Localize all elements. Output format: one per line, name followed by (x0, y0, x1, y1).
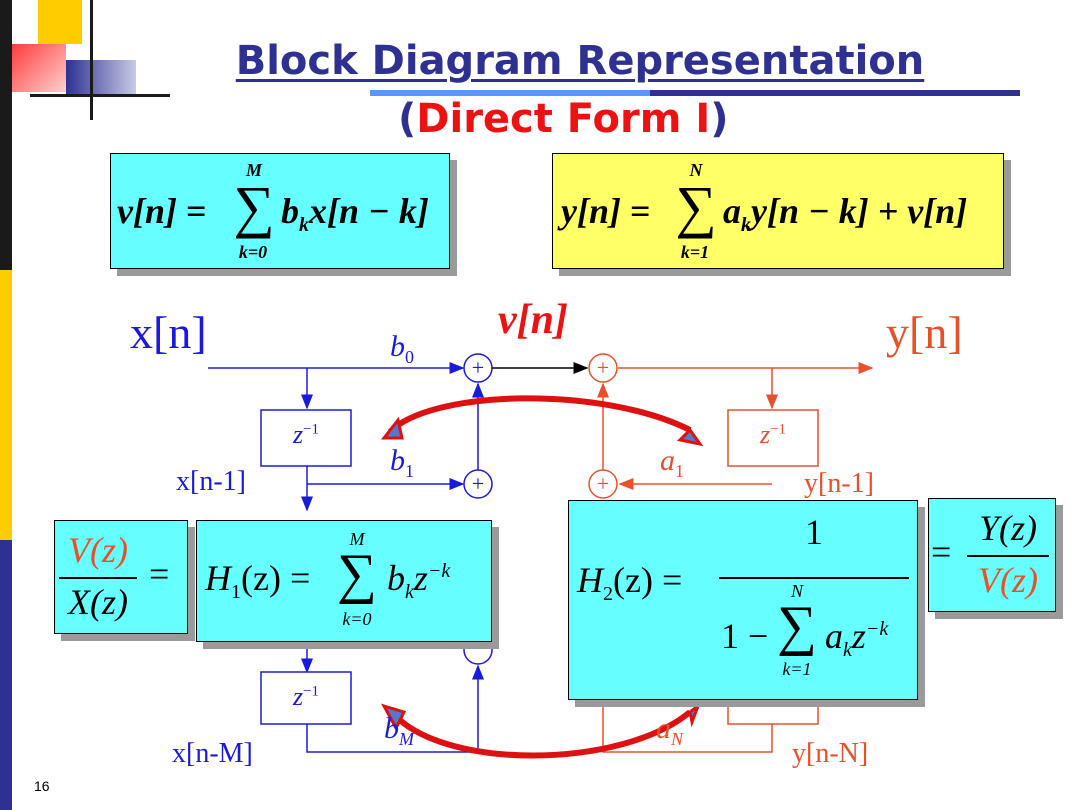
x-n-M-label: x[n-M] (172, 738, 253, 769)
v-eq-sum-lower: k=0 (238, 242, 268, 262)
y-eq-rest: y[n − k] + v[n] (751, 191, 968, 231)
coef-bM: bM (384, 712, 414, 749)
y-equation-box: y[n] = N ∑ k=1 aky[n − k] + v[n] (552, 153, 1004, 269)
coef-a1: a1 (660, 444, 684, 481)
adder-a1: + (596, 471, 610, 496)
output-label: y[n] (886, 307, 963, 358)
v-eq-term-sub: k (299, 214, 309, 237)
delay-block-x1: z−1 (292, 420, 320, 449)
adder-b0: + (471, 355, 485, 380)
v-signal-label: v[n] (498, 297, 568, 343)
v-eq-lhs: v[n] (117, 191, 177, 231)
page-number: 16 (34, 778, 50, 794)
h2-box: H2(z) = 1 1 − N ∑ k=1 akz−k (568, 500, 918, 700)
v-eq-term: b (281, 191, 299, 231)
adder-out: + (596, 355, 610, 380)
ratio-yv-num: Y(z) (978, 508, 1037, 548)
coef-b1: b1 (390, 444, 414, 481)
y-eq-term: a (723, 191, 741, 231)
h2-num: 1 (805, 512, 823, 552)
v-eq-sigma: ∑ (233, 174, 275, 239)
slide-title: Block Diagram Representation (235, 38, 925, 84)
h1-sum-upper: M (349, 529, 365, 549)
ratio-yv-equals: = (931, 532, 952, 572)
ratio-yv-box: = Y(z) V(z) (928, 498, 1056, 612)
h2-sum-upper: N (790, 581, 803, 601)
y-eq-term-sub: k (741, 214, 751, 237)
coef-aN: aN (656, 712, 684, 749)
h1-sum-lower: k=0 (342, 609, 372, 629)
h1-box: H1(z) = M ∑ k=0 bkz−k (196, 520, 492, 642)
delay-block-y1: z−1 (759, 420, 787, 449)
y-eq-equals: = (629, 191, 651, 231)
ratio-vx-num: V(z) (68, 530, 128, 570)
ratio-vx-den: X(z) (68, 582, 128, 622)
y-eq-sigma: ∑ (675, 174, 717, 239)
ratio-vx-equals: = (149, 554, 170, 594)
h1-sigma: ∑ (337, 543, 377, 605)
v-eq-equals: = (185, 191, 207, 231)
v-equation-box: v[n] = M ∑ k=0 bkx[n − k] (110, 153, 450, 269)
h2-den-pre: 1 − (721, 616, 769, 656)
x-n-1-label: x[n-1] (176, 466, 246, 497)
h2-sum-lower: k=1 (782, 659, 812, 679)
slide-subtitle: (Direct Form I) (398, 96, 729, 142)
y-eq-sum-upper: N (689, 160, 703, 180)
ratio-yv-den: V(z) (978, 560, 1038, 600)
delay-block-xM: z−1 (292, 682, 320, 711)
ratio-vx-box: V(z) X(z) = (54, 520, 188, 634)
coef-b0: b0 (390, 330, 414, 367)
adder-b1: + (471, 471, 485, 496)
curved-arrows (380, 395, 704, 759)
y-n-N-label: y[n-N] (792, 738, 869, 769)
h2-sigma: ∑ (777, 595, 817, 657)
input-label: x[n] (130, 307, 207, 358)
v-eq-sum-upper: M (245, 160, 262, 180)
y-eq-sum-lower: k=1 (680, 242, 710, 262)
y-eq-lhs: y[n] (561, 191, 621, 231)
y-n-1-label: y[n-1] (804, 468, 874, 499)
v-eq-rest: x[n − k] (309, 191, 429, 231)
